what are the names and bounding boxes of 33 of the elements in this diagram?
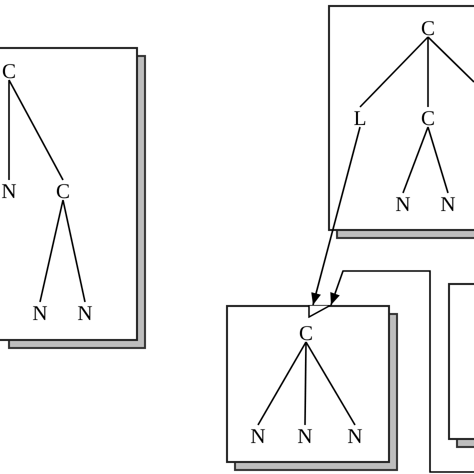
tree-node-label: C [419, 106, 437, 128]
tree-node-label: N [249, 424, 267, 446]
tree-node-label: C [297, 321, 315, 343]
tree-branch-line [427, 36, 474, 83]
tree-node-label: N [346, 424, 364, 446]
tree-card [448, 283, 474, 440]
tree-node-label: N [296, 424, 314, 446]
tree-branch-line [305, 342, 356, 426]
tree-node-label: N [31, 301, 49, 323]
tree-node-label: C [419, 16, 437, 38]
tree-node-label: N [394, 192, 412, 214]
tree-node-label: N [439, 192, 457, 214]
tree-branch-line [8, 80, 10, 180]
tree-branch-line [39, 200, 64, 302]
triangle-marker [308, 305, 332, 318]
tree-branch-line [402, 126, 429, 194]
tree-card [328, 5, 474, 231]
tree-node-label: C [54, 179, 72, 201]
tree-branch-line [304, 342, 307, 426]
tree-node-label: L [351, 106, 369, 128]
arrow [330, 270, 474, 473]
tree-card [0, 47, 138, 341]
tree-branch-line [427, 126, 449, 194]
tree-branch-line [257, 342, 307, 426]
tree-branch-line [62, 200, 86, 302]
arrow [311, 126, 361, 306]
tree-node-label: N [76, 301, 94, 323]
tree-node-label: C [0, 59, 18, 81]
tree-branch-line [427, 37, 429, 107]
tree-node-label: N [0, 179, 18, 201]
tree-card [226, 305, 390, 463]
tree-branch-line [359, 36, 429, 108]
tree-branch-line [8, 80, 64, 180]
